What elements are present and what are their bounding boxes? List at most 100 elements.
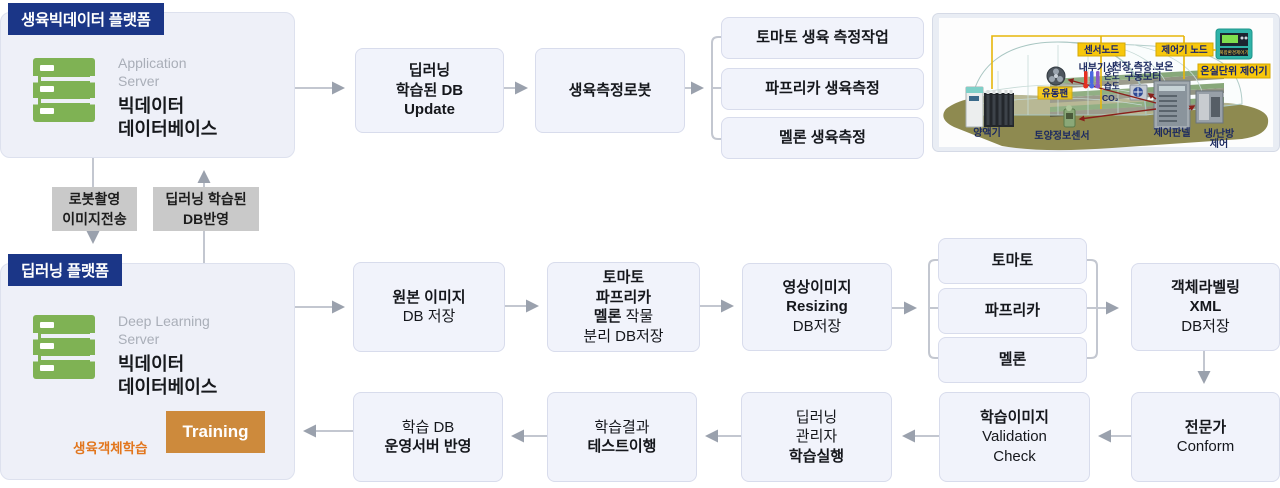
node-deploy-db: 학습 DB 운영서버 반영 — [353, 392, 503, 482]
node-line: 관리자 — [795, 428, 838, 446]
node-crop-melon: 멜론 — [938, 337, 1087, 383]
node-original-image-db: 원본 이미지 DB 저장 — [353, 262, 505, 352]
node-growth-robot: 생육측정로봇 — [535, 48, 685, 133]
node-crop-tomato: 토마토 — [938, 238, 1087, 284]
unit-controller-label: 온실단위 제어기 — [1197, 63, 1271, 79]
unit-controller-device: 복합환경제어기 — [1215, 28, 1253, 60]
node-task-melon: 멜론 생육측정 — [721, 117, 924, 159]
node-line: Resizing — [786, 298, 848, 316]
node-line: 파프리카 — [984, 302, 1041, 320]
node-line: Update — [404, 101, 455, 119]
node-line: Check — [993, 447, 1036, 465]
node-line: DB 저장 — [402, 308, 456, 325]
controller-node-label: 제어기 노드 — [1155, 42, 1214, 57]
growth-bigdata-platform-header: 생육빅데이터 플랫폼 — [8, 3, 164, 35]
svg-text:온실단위 제어기: 온실단위 제어기 — [1200, 65, 1267, 78]
node-line: Conform — [1176, 438, 1235, 455]
sensor-node-label: 센서노드 — [1077, 42, 1126, 57]
node-line: 파프리카 — [595, 288, 652, 306]
server-type-line: Application — [118, 55, 187, 71]
server-type-line: Deep Learning — [118, 313, 210, 329]
control-arrows — [1067, 78, 1196, 122]
node-line: 딥러닝 — [795, 408, 838, 426]
server-name-line: 데이터베이스 — [118, 377, 218, 398]
node-line: 멜론 작물 — [593, 308, 654, 325]
node-line: 파프리카 생육측정 — [765, 80, 880, 98]
control-panel-label: 제어판넬 — [1154, 126, 1191, 139]
svg-text:제어기 노드: 제어기 노드 — [1161, 44, 1208, 56]
node-line: 토마토 — [991, 252, 1034, 270]
indoor-weather-text: 내부기상 — [1079, 61, 1117, 74]
label-trained-db-apply: 딥러닝 학습된 DB반영 — [153, 187, 259, 231]
node-line: 영상이미지 — [782, 278, 852, 296]
training-box: Training — [166, 411, 265, 453]
node-line: 학습 DB — [401, 418, 455, 436]
node-task-tomato: 토마토 생육 측정작업 — [721, 17, 924, 59]
application-server-text: Application Server 빅데이터 데이터베이스 — [118, 55, 217, 142]
deep-learning-server-text: Deep Learning Server 빅데이터 데이터베이스 — [118, 313, 217, 400]
server-type-line: Server — [118, 330, 160, 347]
node-dl-db-update: 딥러닝 학습된 DB Update — [355, 48, 504, 133]
humidity-text: 습도 — [1104, 81, 1120, 91]
node-line: 테스트이행 — [587, 438, 657, 455]
node-line: 생육측정로봇 — [568, 81, 652, 99]
thermometer-icons — [1083, 71, 1101, 89]
greenhouse-photo: 복합환경제어기 센서노드 — [932, 13, 1280, 152]
svg-text:유동팬: 유동팬 — [1042, 88, 1068, 100]
node-line: 전문가 — [1184, 418, 1227, 436]
svg-text:센서노드: 센서노드 — [1084, 44, 1119, 56]
node-line: XML — [1189, 298, 1222, 316]
hvac-unit — [1195, 90, 1224, 124]
temperature-text: 온도 — [1104, 71, 1120, 81]
node-line: 멜론 생육측정 — [779, 129, 866, 147]
label-line: 딥러닝 학습된 — [165, 190, 247, 207]
nutrient-machine — [965, 86, 1014, 128]
node-crop-paprika: 파프리카 — [938, 288, 1087, 334]
server-name-line: 빅데이터 — [118, 95, 185, 116]
node-line: 학습된 DB — [395, 81, 464, 99]
server-name-line: 데이터베이스 — [118, 119, 218, 140]
node-line: 학습결과 — [594, 418, 650, 436]
label-line: 로봇촬영 — [68, 190, 121, 207]
label-line: 이미지전송 — [62, 211, 127, 227]
node-validation-check: 학습이미지 Validation Check — [939, 392, 1090, 482]
label-robot-image-transfer: 로봇촬영 이미지전송 — [52, 187, 137, 231]
node-admin-training-run: 딥러닝 관리자 학습실행 — [741, 392, 892, 482]
growth-object-learning-label: 생육객체학습 — [73, 441, 148, 456]
node-line: 운영서버 반영 — [384, 438, 472, 455]
node-crop-separate-db: 토마토 파프리카 멜론 작물 분리 DB저장 — [547, 262, 700, 352]
device-label-text: 복합환경제어기 — [1220, 49, 1249, 56]
node-line: 딥러닝 — [408, 62, 451, 80]
node-task-paprika: 파프리카 생육측정 — [721, 68, 924, 110]
nutrient-machine-label: 양액기 — [973, 126, 1001, 139]
motor-text-line: 천장.측장.보온 — [1113, 60, 1174, 73]
node-line: 토마토 생육 측정작업 — [756, 29, 889, 47]
node-line: DB저장 — [1181, 317, 1230, 335]
node-line: DB저장 — [792, 317, 842, 335]
node-image-resizing-db: 영상이미지 Resizing DB저장 — [742, 263, 892, 351]
node-line: 분리 DB저장 — [583, 327, 664, 345]
hvac-label-line: 냉/난방 — [1204, 127, 1235, 140]
label-line: DB반영 — [183, 211, 229, 227]
co2-text: CO₂ — [1102, 93, 1119, 103]
hvac-label-line: 제어 — [1210, 137, 1228, 150]
node-test-result: 학습결과 테스트이행 — [547, 392, 697, 482]
server-type-line: Server — [118, 72, 160, 89]
soil-sensor-label: 토양정보센서 — [1034, 129, 1089, 142]
node-line: 객체라벨링 — [1170, 278, 1240, 296]
deep-learning-server-icon — [33, 315, 95, 379]
circulation-fan-icon — [1046, 66, 1066, 86]
greenhouse-illustration: 복합환경제어기 센서노드 — [932, 13, 1280, 152]
control-panel-cabinet — [1153, 80, 1191, 130]
server-name-line: 빅데이터 — [118, 353, 185, 374]
node-line: Validation — [982, 428, 1047, 446]
deep-learning-platform-header: 딥러닝 플랫폼 — [8, 254, 122, 286]
node-line: 학습이미지 — [979, 408, 1049, 426]
fan-label: 유동팬 — [1037, 86, 1073, 100]
node-line: 학습실행 — [788, 447, 845, 465]
drive-motor-icon — [1129, 84, 1148, 101]
motor-text-line: 구동모터 — [1125, 70, 1162, 83]
node-line: 멜론 — [998, 351, 1027, 369]
node-expert-conform: 전문가 Conform — [1131, 392, 1280, 482]
